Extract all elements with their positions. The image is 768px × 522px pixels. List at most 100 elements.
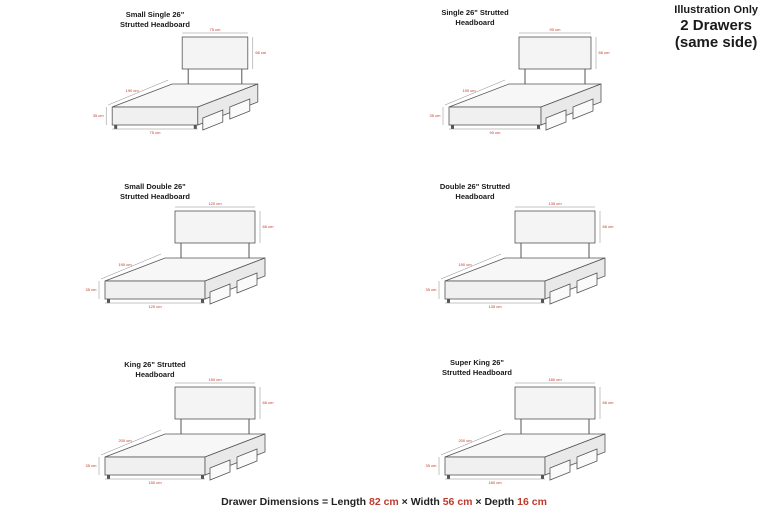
bed-length-label: 190 cm	[458, 262, 472, 267]
drawer	[576, 272, 598, 294]
headboard-width-label: 150 cm	[208, 377, 222, 382]
bed-leg	[447, 475, 450, 479]
headboard	[518, 36, 592, 70]
bed-drawing: 120 cm 66 cm 190 cm 35 cm 120 cm	[86, 201, 275, 309]
drawer-depth: 16 cm	[517, 496, 547, 508]
drawer	[576, 448, 598, 470]
headboard	[514, 386, 596, 420]
bed-title: Small Single 26" Strutted Headboard	[119, 10, 190, 29]
note-line-1: Illustration Only	[674, 4, 758, 16]
drawer	[209, 283, 231, 305]
drawer	[236, 272, 258, 294]
base-front	[104, 456, 206, 476]
drawer	[545, 109, 567, 131]
base-front	[104, 280, 206, 300]
footer-sep-1: × Width	[398, 496, 443, 508]
base-front	[448, 106, 542, 126]
headboard	[174, 386, 256, 420]
headboard-height-label: 66 cm	[599, 50, 611, 55]
bed-length-label: 200 cm	[458, 438, 472, 443]
drawer	[572, 98, 594, 120]
bed-leg	[107, 299, 110, 303]
bed-panel: Super King 26" Strutted Headboard 180 cm 6…	[400, 352, 768, 522]
dimension-line	[100, 429, 162, 456]
illustration-note: Illustration Only 2 Drawers (same side)	[674, 4, 758, 51]
bed-title: Double 26" Strutted Headboard	[439, 182, 511, 201]
headboard-height-label: 66 cm	[255, 50, 267, 55]
base-height-label: 35 cm	[426, 463, 438, 468]
bed-title: Single 26" Strutted Headboard	[441, 8, 509, 27]
bed-panel: Single 26" Strutted Headboard 90 cm 66 cm 1…	[400, 2, 768, 172]
bed-leg	[541, 299, 544, 303]
headboard-height-label: 66 cm	[263, 224, 275, 229]
bed-title: Super King 26" Strutted Headboard	[441, 358, 512, 377]
bed-leg	[107, 475, 110, 479]
drawer	[549, 459, 571, 481]
base-width-label: 180 cm	[488, 480, 502, 485]
base-height-label: 35 cm	[426, 287, 438, 292]
headboard-height-label: 66 cm	[263, 400, 275, 405]
drawer-length: 82 cm	[368, 496, 399, 508]
dimension-line	[440, 253, 502, 280]
base-front	[444, 280, 546, 300]
bed-title: King 26" Strutted Headboard	[124, 360, 186, 379]
note-line-3: (same side)	[674, 33, 758, 51]
note-line-2: 2 Drawers	[680, 16, 752, 34]
bed-panel: Double 26" Strutted Headboard 135 cm 66 cm…	[400, 176, 768, 346]
base-width-label: 150 cm	[148, 480, 162, 485]
bed-panel: King 26" Strutted Headboard 150 cm 66 cm 20…	[60, 352, 444, 522]
bed-leg	[537, 125, 540, 129]
drawer	[209, 459, 231, 481]
bed-leg	[447, 299, 450, 303]
drawer	[229, 98, 251, 120]
bed-leg	[201, 475, 204, 479]
headboard	[514, 210, 596, 244]
headboard-width-label: 75 cm	[210, 27, 222, 32]
base-width-label: 90 cm	[490, 130, 502, 135]
dimension-line	[108, 79, 169, 106]
dimension-line	[440, 429, 502, 456]
bed-leg	[541, 475, 544, 479]
bed-drawing: 150 cm 66 cm 200 cm 35 cm 150 cm	[86, 377, 275, 485]
drawer	[549, 283, 571, 305]
bed-drawing: 90 cm 66 cm 190 cm 35 cm 90 cm	[430, 27, 611, 135]
dimension-line	[100, 253, 162, 280]
base-front	[111, 106, 199, 126]
drawer	[202, 109, 224, 131]
base-height-label: 35 cm	[86, 463, 98, 468]
dimension-line	[444, 79, 506, 106]
headboard-width-label: 90 cm	[550, 27, 562, 32]
drawer-dimensions: Drawer Dimensions = Length 82 cm × Width…	[0, 496, 768, 508]
headboard-width-label: 120 cm	[208, 201, 222, 206]
base-height-label: 35 cm	[86, 287, 98, 292]
bed-leg	[193, 125, 197, 129]
bed-leg	[114, 125, 118, 129]
bed-drawing: 75 cm 66 cm 190 cm 35 cm 75 cm	[93, 27, 267, 135]
bed-leg	[451, 125, 454, 129]
base-width-label: 120 cm	[148, 304, 162, 309]
headboard-height-label: 66 cm	[603, 224, 615, 229]
footer-sep-2: × Depth	[472, 496, 518, 508]
drawer-width: 56 cm	[442, 496, 473, 508]
headboard	[181, 36, 249, 70]
base-height-label: 35 cm	[93, 113, 105, 118]
bed-drawing: 180 cm 66 cm 200 cm 35 cm 180 cm	[426, 377, 615, 485]
bed-length-label: 190 cm	[462, 88, 476, 93]
footer-prefix: Drawer Dimensions = Length	[221, 496, 369, 508]
base-height-label: 35 cm	[430, 113, 442, 118]
headboard-width-label: 180 cm	[548, 377, 562, 382]
headboard-height-label: 66 cm	[603, 400, 615, 405]
bed-title: Small Double 26" Strutted Headboard	[119, 182, 190, 201]
bed-leg	[201, 299, 204, 303]
headboard	[174, 210, 256, 244]
bed-length-label: 190 cm	[126, 88, 140, 93]
bed-length-label: 190 cm	[118, 262, 132, 267]
base-front	[444, 456, 546, 476]
bed-length-label: 200 cm	[118, 438, 132, 443]
base-width-label: 75 cm	[150, 130, 162, 135]
base-width-label: 135 cm	[488, 304, 502, 309]
drawer	[236, 448, 258, 470]
